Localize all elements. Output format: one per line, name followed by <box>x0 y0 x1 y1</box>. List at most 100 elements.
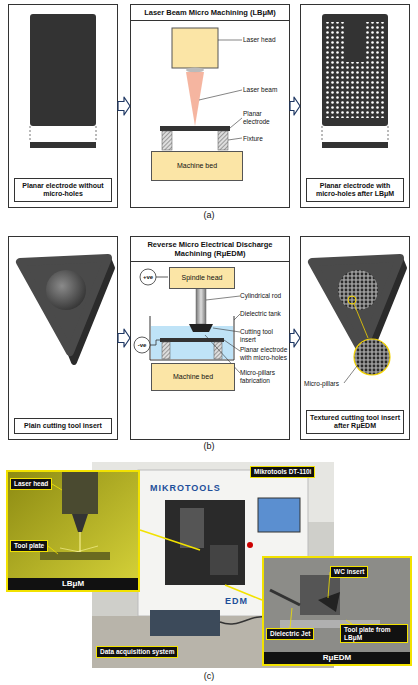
laser-setup <box>186 72 204 126</box>
lbm-inset-photo <box>6 470 140 592</box>
flow-arrow <box>290 329 300 347</box>
inset-leader-line <box>140 530 262 600</box>
perforated-electrode-plate <box>388 126 389 142</box>
edm-setup <box>214 342 222 359</box>
flow-arrow <box>290 97 300 115</box>
block-label: Machine bed <box>177 162 217 170</box>
leader-line <box>213 328 240 332</box>
lbm-inset-photo <box>48 546 58 554</box>
machine-block: Machine bed <box>151 363 235 391</box>
textured-insert <box>354 304 368 338</box>
callout-label: Cutting tool insert <box>240 328 288 343</box>
textured-insert <box>312 258 404 383</box>
callout-label: Planar electrode <box>243 110 289 125</box>
inset-caption: LBμM <box>8 578 138 590</box>
planar-electrode-plate <box>30 14 96 126</box>
perforated-electrode-plate <box>346 62 364 118</box>
callout-label: Planar electrode with micro-holes <box>240 346 288 361</box>
edm-setup <box>151 326 233 359</box>
lbm-inset-photo <box>52 484 62 490</box>
laser-setup <box>160 126 230 131</box>
textured-insert <box>338 270 378 310</box>
inset-caption: RμEDM <box>264 652 410 664</box>
edm-setup <box>196 288 206 324</box>
cutting-insert <box>20 258 108 352</box>
leader-line <box>218 40 242 41</box>
leader-line <box>234 314 240 320</box>
process-panel: Reverse Micro Electrical Discharge Machi… <box>130 236 290 440</box>
lab-photo <box>258 498 300 532</box>
perforated-electrode-plate <box>322 142 388 148</box>
planar-electrode-plate <box>30 14 96 148</box>
redm-inset-photo <box>262 556 412 666</box>
laser-setup <box>160 28 230 150</box>
panel-letter: (c) <box>196 671 222 682</box>
photo-callout: WC insert <box>330 566 368 578</box>
lbm-inset-photo <box>72 514 88 532</box>
redm-inset-photo <box>270 590 300 605</box>
cutting-insert <box>20 258 112 362</box>
perforated-electrode-plate <box>326 22 346 118</box>
planar-electrode-plate <box>96 126 97 142</box>
perforated-electrode-plate <box>322 14 388 148</box>
flow-arrow <box>118 329 130 347</box>
textured-insert <box>348 296 356 304</box>
edm-setup <box>156 277 168 278</box>
lab-photo <box>210 545 238 575</box>
callout-label: Cylindrical rod <box>240 292 288 300</box>
laser-setup <box>218 131 228 150</box>
callout-label: Micro-pillars fabrication <box>240 369 288 384</box>
inset-leader-line <box>140 530 200 550</box>
stage-panel: Textured cutting tool insert after RμEDM <box>300 236 410 440</box>
edm-setup <box>162 342 170 359</box>
lab-photo <box>150 610 220 636</box>
machine-block: Spindle head <box>169 267 235 289</box>
process-heading: Reverse Micro Electrical Discharge Machi… <box>131 237 289 262</box>
redm-inset-photo <box>318 592 340 612</box>
panel-letter: (a) <box>196 210 222 221</box>
process-heading: Laser Beam Micro Machining (LBμM) <box>131 5 289 21</box>
photo-callout: Data acquisition system <box>96 646 178 658</box>
leader-line <box>199 40 242 140</box>
edm-setup <box>140 269 156 285</box>
panel-letter: (b) <box>196 441 222 452</box>
leader-line <box>199 90 242 100</box>
photo-callout: Tool plate from LBμM <box>340 624 408 643</box>
callout-label: Laser beam <box>243 86 289 94</box>
redm-inset-photo <box>262 556 412 666</box>
machine-brand: EDM <box>225 596 248 606</box>
callout-label: Fixture <box>243 135 289 143</box>
stage-caption: Plain cutting tool insert <box>14 418 112 434</box>
textured-insert <box>312 258 400 352</box>
planar-electrode-plate <box>30 126 31 142</box>
photo-callout: Mikrotools DT-110i <box>250 466 315 478</box>
edm-setup <box>160 338 224 342</box>
leader-line <box>224 340 240 351</box>
lbm-inset-photo <box>80 532 81 552</box>
perforated-electrode-plate <box>322 14 388 126</box>
block-label: Spindle head <box>182 274 223 282</box>
stage-caption: Planar electrode without micro-holes <box>14 178 112 202</box>
redm-inset-photo <box>290 608 292 628</box>
photo-callout: Dielectric Jet <box>266 628 314 640</box>
laser-setup <box>162 131 172 150</box>
process-panel: Laser Beam Micro Machining (LBμM) Machine… <box>130 4 290 208</box>
callout-label: Micro-pillars <box>304 380 346 388</box>
leader-line <box>205 296 240 373</box>
textured-insert <box>344 366 357 383</box>
leader-line <box>228 138 242 140</box>
stage-panel: Plain cutting tool insert <box>8 236 118 440</box>
lbm-inset-photo <box>6 470 140 592</box>
stage-caption: Textured cutting tool insert after RμEDM <box>306 410 404 434</box>
edm-setup <box>150 316 234 360</box>
laser-setup <box>172 28 218 68</box>
machine-block: Machine bed <box>151 151 243 181</box>
perforated-electrode-plate <box>322 126 323 142</box>
photo-callout: Tool plate <box>10 540 48 552</box>
leader-line <box>206 296 240 300</box>
lab-photo <box>247 542 253 548</box>
stage-panel: Planar electrode with micro-holes after … <box>300 4 410 208</box>
cutting-insert <box>46 270 86 310</box>
lbm-inset-photo <box>40 552 110 560</box>
planar-electrode-plate <box>30 142 96 148</box>
